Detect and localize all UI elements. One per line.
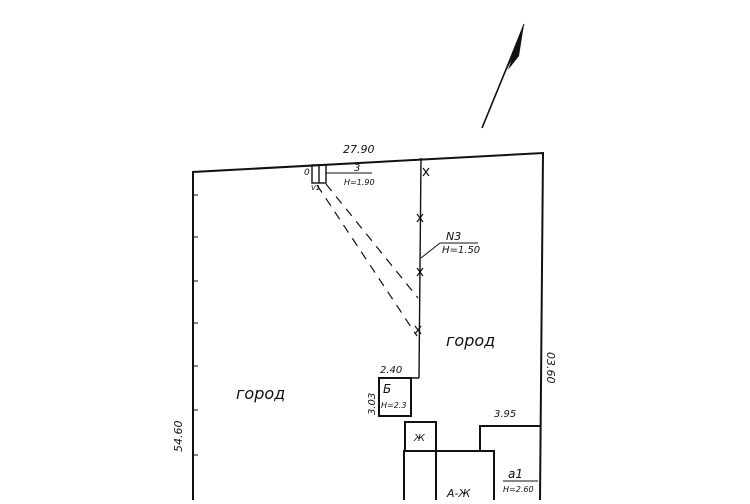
garden-label-right: город [446,331,495,350]
north-arrow-icon [481,23,525,129]
n3-leader [420,242,441,259]
internal-fence [379,157,422,379]
a-zh-label: А-Ж [446,487,471,500]
structure-3-height: Н=1.90 [344,178,375,187]
structure-v1-label: V1 [311,184,320,192]
fence-n3-label: N3 [446,230,461,243]
garden-label-left: город [236,384,285,403]
dimension-right: 03.60 [544,352,557,384]
building-b-height: Н=2.3 [381,401,406,410]
lower-structures [403,421,540,500]
building-b-label: Б [383,382,391,396]
dimension-top: 27.90 [343,143,375,156]
structure-3-label: 3 [354,163,360,174]
a1-height: Н=2.60 [503,485,534,494]
plot-boundary [192,151,545,501]
zh-label: Ж [413,433,426,444]
fence-n3-height: Н=1.50 [442,245,480,256]
left-boundary-ticks [193,194,198,456]
structure-3 [311,164,372,184]
dashed-lines [316,183,419,337]
structure-zero-label: 0 [304,168,310,178]
dimension-b-side: 3.03 [367,393,378,415]
dimension-left: 54.60 [172,421,185,453]
dimension-right-block: 3.95 [494,409,516,420]
fence-x-marks [414,167,430,335]
a1-label: а1 [508,467,523,481]
dimension-b-top: 2.40 [380,365,402,376]
building-b [378,377,412,417]
